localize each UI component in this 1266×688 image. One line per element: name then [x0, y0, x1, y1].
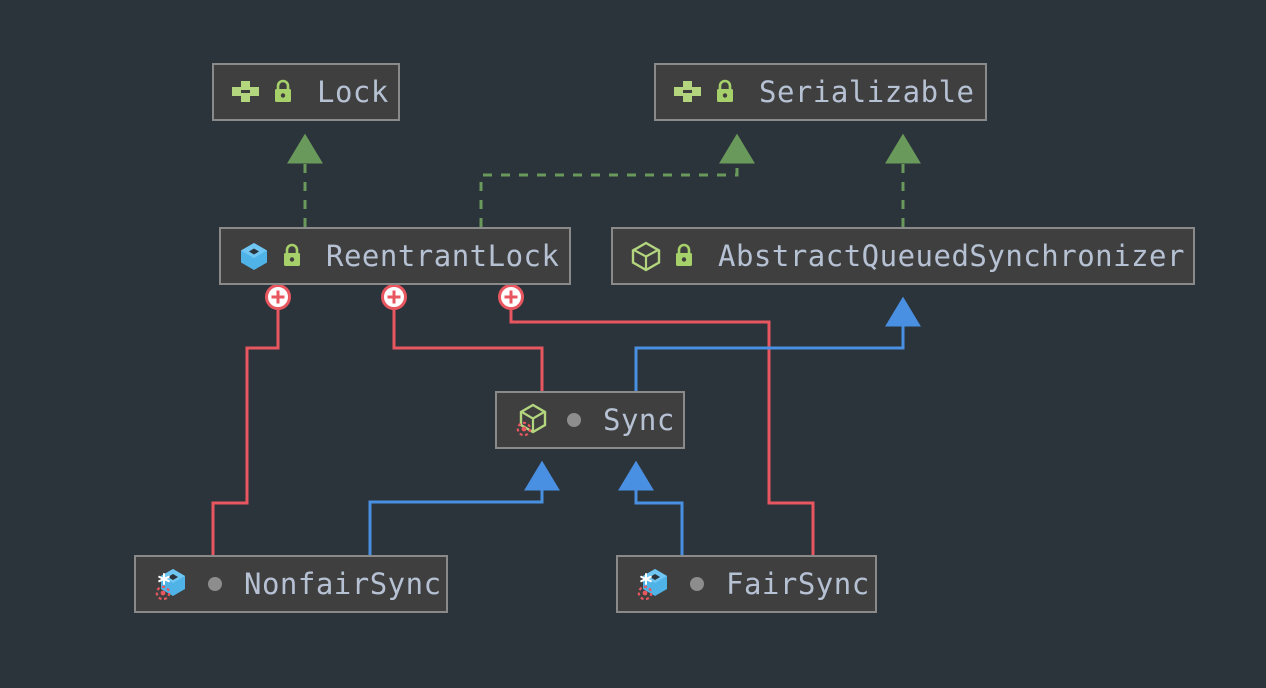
class-node-reentrantlock[interactable]: ReentrantLock — [219, 227, 571, 285]
edge-reentrantlock-implements-serializable — [479, 133, 755, 227]
edge-fairsync-extends-sync — [618, 460, 684, 555]
node-icons-serializable — [672, 77, 737, 107]
class-name-reentrantlock: ReentrantLock — [326, 239, 560, 273]
edge-sync-extends-aqs — [634, 296, 921, 391]
node-icons-nonfairsync — [152, 564, 194, 604]
class-name-fairsync: FairSync — [726, 567, 870, 601]
class-node-serializable[interactable]: Serializable — [654, 63, 987, 121]
class-node-lock[interactable]: Lock — [212, 63, 400, 121]
class-node-sync[interactable]: Sync — [495, 391, 685, 449]
edge-nonfairsync-extends-sync — [368, 460, 560, 555]
node-icons-reentrantlock — [237, 240, 304, 272]
lock-icon — [717, 79, 733, 102]
node-icons-sync — [513, 401, 553, 439]
node-icons-lock — [230, 77, 295, 107]
node-icons-aqs — [629, 240, 696, 272]
interface-icon — [674, 81, 701, 102]
class-name-lock: Lock — [317, 75, 389, 109]
class-node-fairsync[interactable]: FairSync — [616, 555, 877, 613]
class-name-sync: Sync — [603, 403, 675, 437]
node-icons-fairsync — [634, 564, 676, 604]
class-node-abstractqueuedsynchronizer[interactable]: AbstractQueuedSynchronizer — [611, 227, 1195, 285]
visibility-dot-private — [208, 577, 222, 591]
final-inner-class-icon — [155, 569, 185, 601]
lock-icon — [275, 79, 291, 102]
edge-reentrantlock-contains-nonfairsync — [211, 284, 291, 555]
final-inner-class-icon — [637, 569, 667, 601]
class-name-abstractqueuedsynchronizer: AbstractQueuedSynchronizer — [718, 239, 1185, 273]
edge-reentrantlock-contains-sync — [381, 284, 544, 391]
class-node-nonfairsync[interactable]: NonfairSync — [134, 555, 448, 613]
lock-icon — [284, 243, 300, 266]
class-icon — [241, 243, 267, 270]
visibility-dot-private — [567, 413, 581, 427]
lock-icon — [676, 243, 692, 266]
visibility-dot-private — [690, 577, 704, 591]
interface-icon — [232, 81, 259, 102]
class-name-serializable: Serializable — [759, 75, 975, 109]
abstract-inner-class-icon — [516, 403, 547, 437]
abstract-class-icon — [631, 241, 661, 272]
class-name-nonfairsync: NonfairSync — [244, 567, 442, 601]
